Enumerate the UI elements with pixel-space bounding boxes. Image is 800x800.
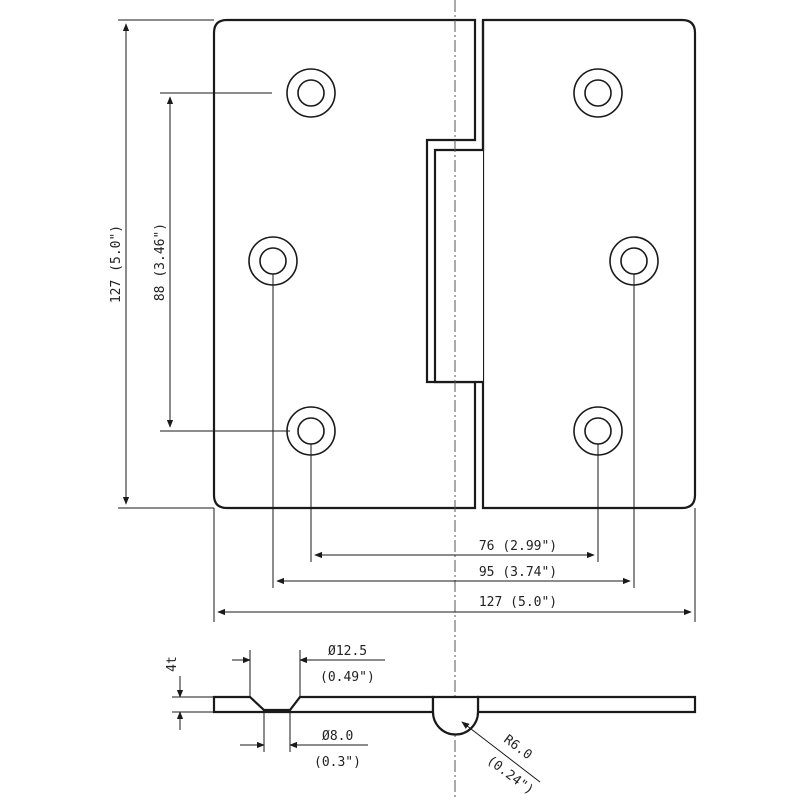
dim-hole-spacing-vertical-label: 88 (3.46") — [153, 223, 168, 301]
dim-countersink: Ø12.5 (0.49") — [232, 644, 385, 697]
dim-hole-spacing-outer-label: 95 (3.74") — [479, 565, 557, 580]
dim-thickness-label: 4t — [165, 656, 180, 672]
hole-mid-right — [609, 236, 659, 286]
right-leaf-knuckle-edge — [433, 20, 485, 384]
dim-width-total-label: 127 (5.0") — [479, 595, 557, 610]
dim-knuckle-radius-mm: R6.0 — [501, 732, 535, 763]
hinge-side-view — [212, 695, 697, 752]
dim-width-total: 127 (5.0") — [217, 595, 692, 616]
dim-hole-spacing-outer: 95 (3.74") — [276, 565, 631, 585]
mounting-holes — [248, 68, 659, 456]
dim-thickness: 4t — [165, 656, 214, 730]
side-view-plate-right — [476, 695, 697, 714]
dim-hole-mm: Ø8.0 — [322, 729, 353, 744]
dim-hole-diameter: Ø8.0 (0.3") — [240, 729, 368, 770]
dim-hole-spacing-inner-label: 76 (2.99") — [479, 539, 557, 554]
dim-hole-spacing-inner: 76 (2.99") — [314, 539, 595, 559]
hole-bottom-right — [573, 406, 623, 456]
dim-knuckle-radius: R6.0 (0.24") — [461, 721, 541, 798]
dim-hole-spacing-vertical: 88 (3.46") — [153, 92, 290, 432]
side-view-plate — [212, 695, 435, 714]
dim-height-total: 127 (5.0") — [109, 19, 214, 509]
hole-mid-left — [248, 236, 298, 286]
dim-countersink-mm: Ø12.5 — [328, 644, 367, 659]
extension-lines — [213, 274, 696, 622]
hole-bottom-left — [286, 406, 336, 456]
hinge-front-view — [212, 18, 697, 510]
dim-hole-in: (0.3") — [314, 755, 361, 770]
dim-height-total-label: 127 (5.0") — [109, 225, 124, 303]
dim-countersink-in: (0.49") — [320, 670, 375, 685]
hole-top-right — [573, 68, 623, 118]
hole-top-left — [286, 68, 336, 118]
right-leaf — [481, 18, 697, 510]
dim-knuckle-radius-in: (0.24") — [484, 753, 537, 798]
